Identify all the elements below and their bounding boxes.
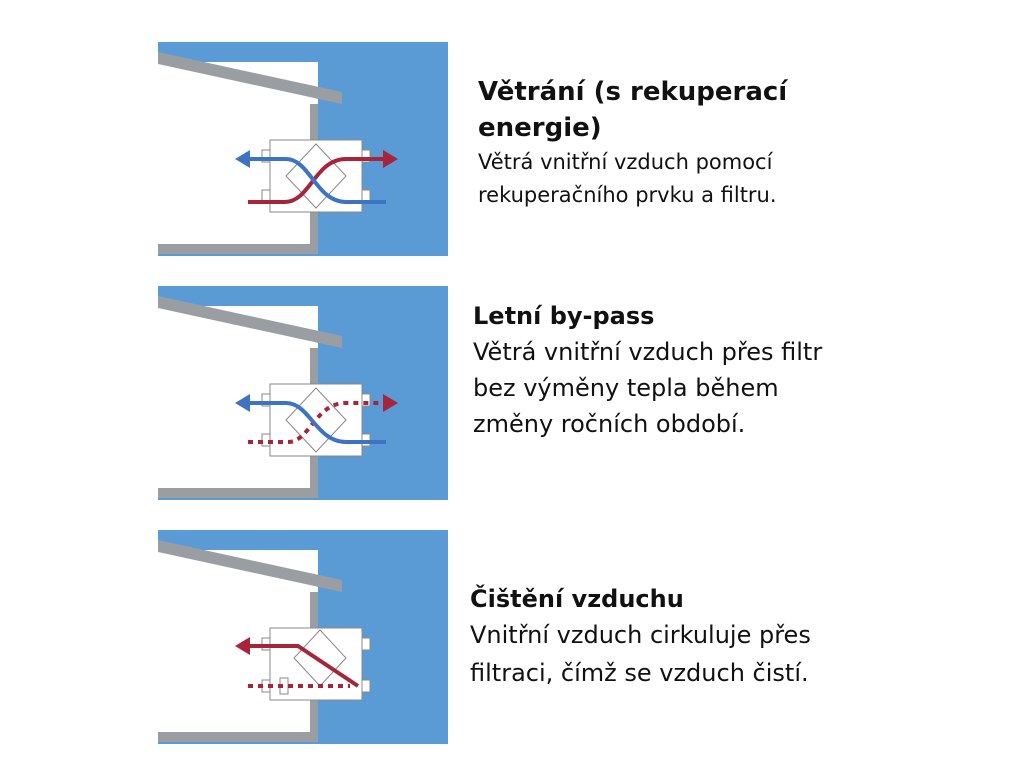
roof (158, 296, 342, 348)
mode-description: Větrá vnitřní vzduch přes filtr bez výmě… (473, 338, 823, 438)
roof (158, 52, 342, 104)
mode-panel-purification: Čištění vzduchu Vnitřní vzduch cirkuluje… (0, 528, 1024, 768)
floor (158, 244, 318, 254)
mode-title: Větrání (s rekuperací energie) (478, 77, 788, 143)
ventilation-heat-recovery-icon (158, 42, 448, 256)
mode-description: Vnitřní vzduch cirkuluje přes filtraci, … (470, 621, 811, 687)
unit-port (361, 637, 371, 651)
warm-air-arrow (235, 637, 250, 655)
cold-air-arrow (235, 394, 250, 412)
mode-title: Čištění vzduchu (470, 585, 684, 613)
mode-text: Větrání (s rekuperací energie) Větrá vni… (478, 74, 838, 212)
mode-panel-bypass: Letní by-pass Větrá vnitřní vzduch přes … (0, 284, 1024, 524)
cold-air-arrow (235, 150, 250, 168)
warm-air-arrow (383, 394, 398, 412)
cold-air-flow (248, 157, 386, 204)
roof (158, 540, 342, 592)
unit-port (361, 679, 371, 693)
mode-title: Letní by-pass (473, 302, 655, 330)
floor (158, 488, 318, 498)
warm-air-arrow (383, 150, 398, 168)
air-purification-icon (158, 530, 448, 744)
summer-bypass-icon (158, 286, 448, 500)
mode-text: Letní by-pass Větrá vnitřní vzduch přes … (473, 298, 833, 442)
mode-description: Větrá vnitřní vzduch pomocí rekuperačníh… (478, 150, 777, 207)
mode-panel-ventilation: Větrání (s rekuperací energie) Větrá vni… (0, 40, 1024, 280)
recirculation-flow (248, 644, 360, 688)
mode-text: Čištění vzduchu Vnitřní vzduch cirkuluje… (470, 582, 870, 692)
floor (158, 732, 318, 742)
cold-air-flow (248, 401, 386, 444)
